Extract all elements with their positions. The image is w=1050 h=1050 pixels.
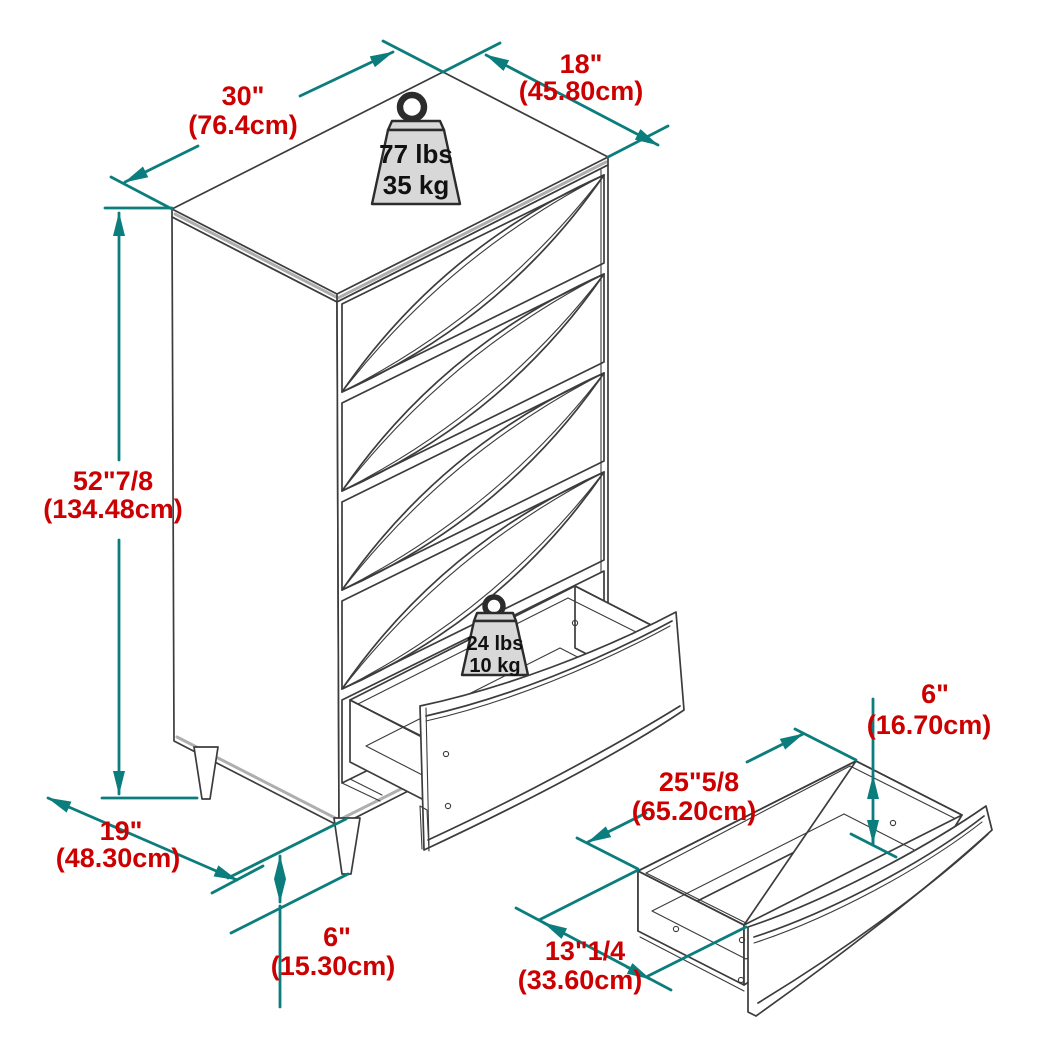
detached-drawer-wave-crease-top (753, 815, 985, 938)
drawer-weight-lbs: 24 lbs (467, 633, 524, 655)
drawer-weight-icon: 24 lbs 10 kg (460, 594, 530, 677)
drawer-front-2 (341, 273, 605, 492)
dim-top-depth (441, 41, 670, 159)
label-drawer-height-cm: (16.70cm) (867, 710, 992, 740)
open-drawer-wave-crease-top (425, 620, 673, 717)
drawer-front-3 (341, 372, 605, 591)
chest-top-bevel (173, 160, 608, 300)
chest-leg-front-left (333, 817, 361, 875)
chest-leg-back-left (193, 746, 219, 800)
chest-line-art (171, 71, 620, 875)
dim-base-depth (46, 796, 265, 895)
open-drawer-screw-hole-3 (571, 619, 579, 627)
label-leg-height-cm: (15.30cm) (271, 951, 396, 981)
chest-left-panel (171, 216, 340, 827)
slot-interior-edge (341, 778, 383, 802)
top-weight-kg: 35 kg (383, 170, 450, 200)
label-leg-height-in: 6" (323, 922, 351, 952)
open-drawer-end-cap (425, 707, 430, 848)
dim-drawer-depth (514, 868, 748, 992)
open-drawer: 24 lbs 10 kg (349, 585, 685, 852)
label-top-depth-cm: (45.80cm) (519, 76, 644, 106)
drawer-front-1 (341, 174, 605, 393)
label-top-width-in: 30" (222, 81, 265, 111)
label-height-in: 52"7/8 (73, 466, 153, 496)
label-drawer-depth-cm: (33.60cm) (518, 965, 643, 995)
dim-leg-height (226, 817, 350, 1009)
dimension-labels: 30" (76.4cm) 18" (45.80cm) 52"7/8 (134.4… (43, 49, 991, 995)
top-weight-ring-icon (396, 91, 428, 123)
top-weight-lbs: 77 lbs (379, 139, 453, 169)
detached-drawer-screw-hole-1 (672, 925, 680, 933)
label-drawer-width-in: 25"5/8 (659, 767, 739, 797)
dim-drawer-width (575, 727, 858, 871)
label-base-depth-in: 19" (100, 816, 143, 846)
detached-drawer-screw-hole-2 (738, 936, 746, 944)
open-drawer-wave-crease-top2 (425, 625, 671, 722)
detached-drawer (637, 760, 993, 1017)
detached-drawer-wave-crease-bottom (757, 833, 989, 1004)
dim-drawer-height (849, 697, 898, 859)
label-drawer-depth-in: 13"1/4 (545, 936, 625, 966)
open-drawer-wave-front (419, 611, 685, 851)
open-drawer-runner (419, 805, 430, 852)
label-height-cm: (134.48cm) (43, 494, 183, 524)
open-drawer-screw-hole-1 (442, 750, 450, 758)
dim-top-width (109, 39, 445, 211)
detached-drawer-screw-hole-4 (889, 819, 897, 827)
drawer-weight-kg: 10 kg (469, 655, 520, 677)
detached-drawer-wave-crease-top2 (753, 821, 983, 944)
detached-drawer-wave-front (747, 805, 993, 1017)
label-drawer-width-cm: (65.20cm) (632, 796, 757, 826)
dimension-annotations (46, 39, 898, 1009)
open-drawer-wave-crease-bottom (427, 705, 681, 841)
label-top-depth-in: 18" (560, 49, 603, 79)
detached-drawer-floor (651, 813, 931, 960)
detached-drawer-bottom-edge (639, 936, 745, 992)
detached-drawer-screw-hole-3 (737, 976, 745, 984)
detached-drawer-inner-rim (645, 765, 955, 924)
label-top-width-cm: (76.4cm) (188, 110, 298, 140)
open-drawer-screw-hole-2 (444, 802, 452, 810)
label-drawer-height-in: 6" (921, 679, 949, 709)
top-weight-icon: 77 lbs 35 kg (370, 91, 462, 206)
label-base-depth-cm: (48.30cm) (56, 843, 181, 873)
